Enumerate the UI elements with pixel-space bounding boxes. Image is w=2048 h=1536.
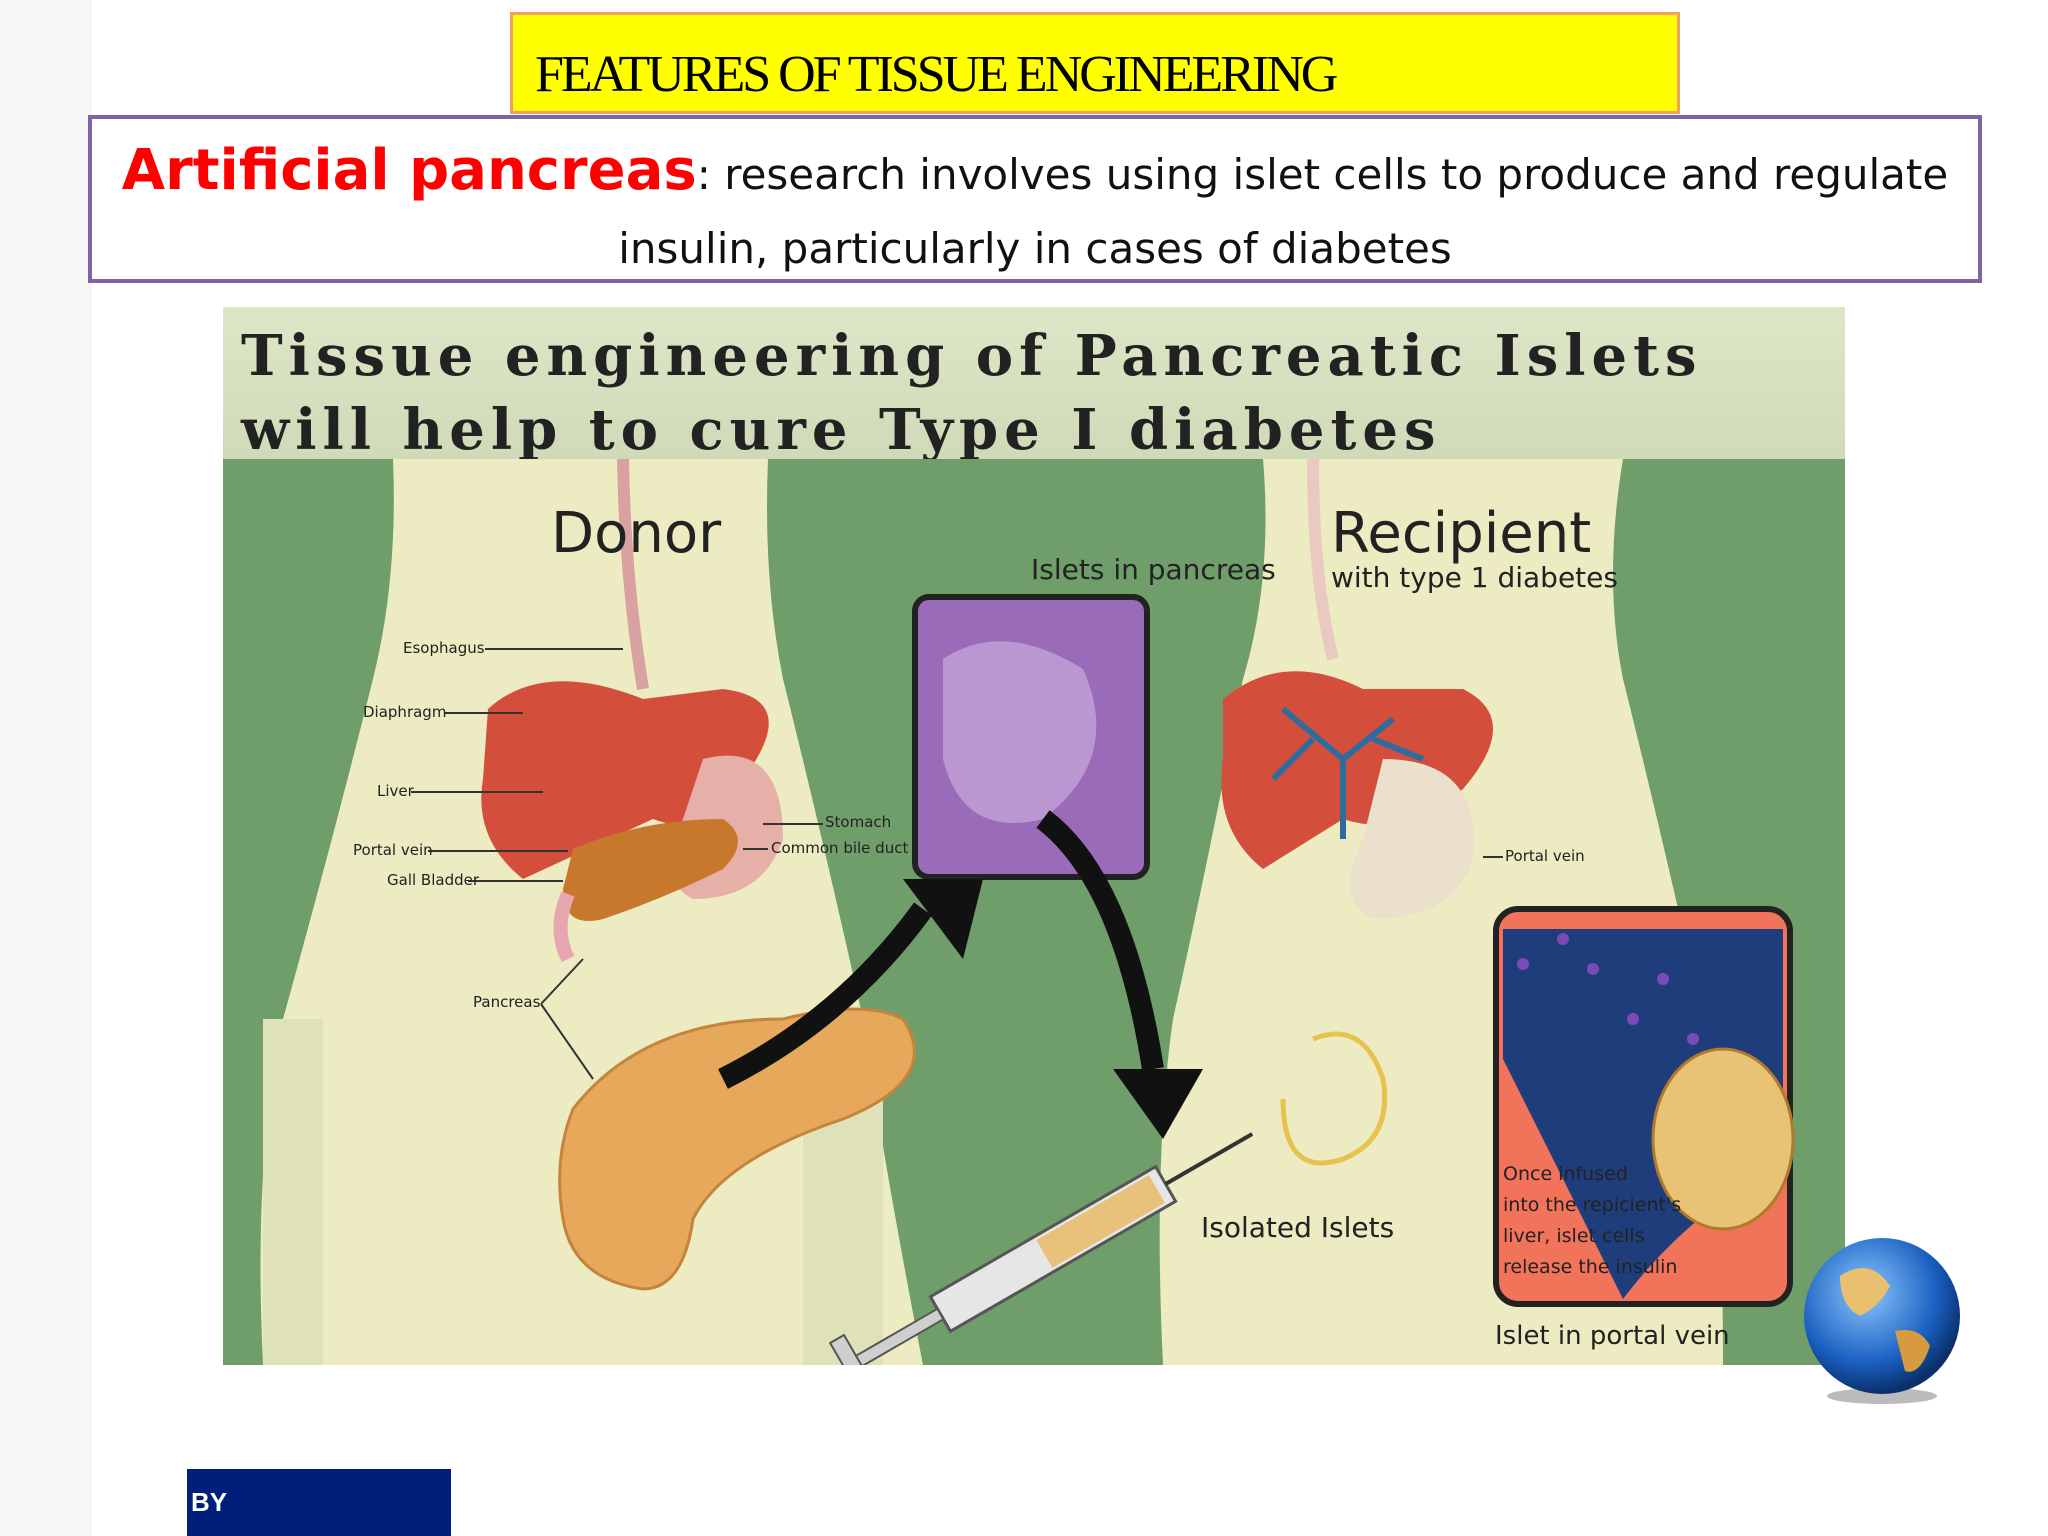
donor-arm-left <box>263 1019 323 1365</box>
isolated-islets-label: Isolated Islets <box>1201 1211 1395 1244</box>
description-box: Artificial pancreas: research involves u… <box>88 115 1982 283</box>
common-bile-duct-label: Common bile duct <box>771 839 909 857</box>
illustration-svg <box>223 458 1845 1365</box>
insulin-dot <box>1627 1013 1639 1025</box>
insulin-dot <box>1587 963 1599 975</box>
recipient-liver-shape <box>1221 671 1493 869</box>
donor-pancreas-shape <box>563 819 738 921</box>
recipient-esophagus-shape <box>1307 458 1339 661</box>
pancreas-label: Pancreas <box>473 993 541 1011</box>
liver-label: Liver <box>377 782 414 800</box>
arrow-to-syringe <box>1036 810 1164 1071</box>
syringe-icon <box>828 1132 1254 1365</box>
infused-note-line: Once infused <box>1503 1163 1628 1185</box>
insulin-dot <box>1557 933 1569 945</box>
islet-transplant-figure: Tissue engineering of Pancreatic Islets … <box>223 307 1845 1365</box>
infusion-tube <box>1280 1031 1388 1166</box>
recipient-portal-vein-label: Portal vein <box>1505 847 1585 865</box>
gall-bladder-label: Gall Bladder <box>387 871 480 889</box>
islet-in-portal-vein-label: Islet in portal vein <box>1495 1321 1730 1351</box>
recipient-label: Recipient <box>1331 501 1592 566</box>
arrow-to-microscopy <box>718 902 932 1089</box>
recipient-stomach-shape <box>1350 759 1474 919</box>
islet-cluster-shape <box>943 641 1097 823</box>
figure-header: Tissue engineering of Pancreatic Islets … <box>223 307 1845 463</box>
figure-heading-line2: will help to cure Type I diabetes <box>241 397 1442 463</box>
esophagus-shape <box>617 458 649 690</box>
figure-heading: Tissue engineering of Pancreatic Islets … <box>241 319 1841 467</box>
donor-label: Donor <box>551 501 722 566</box>
islet-cluster-in-vein <box>1651 1047 1795 1231</box>
islets-in-pancreas-label: Islets in pancreas <box>1031 553 1276 586</box>
globe-icon <box>1804 1238 1960 1404</box>
footer-badge: BY <box>187 1469 451 1536</box>
description-text: : research involves using islet cells to… <box>618 150 1949 273</box>
insulin-dot <box>1517 958 1529 970</box>
recipient-subtitle: with type 1 diabetes <box>1331 561 1618 594</box>
infused-note-line: liver, islet cells <box>1503 1225 1645 1247</box>
gall-bladder-shape <box>553 891 575 963</box>
slide-title: FEATURES OF TISSUE ENGINEERING <box>535 46 1338 103</box>
footer-badge-text: BY <box>191 1487 228 1517</box>
figure-heading-line1: Tissue engineering of Pancreatic Islets <box>241 323 1703 389</box>
portal-vein-label: Portal vein <box>353 841 433 859</box>
insulin-dot <box>1657 973 1669 985</box>
recipient-portal-vein-branches <box>1270 706 1425 839</box>
infused-note: Once infused into the repicient's liver,… <box>1503 1159 1681 1283</box>
figure-illustration: Donor Islets in pancreas Recipient with … <box>223 458 1845 1365</box>
arrow-to-microscopy-head <box>903 879 983 959</box>
description-term: Artificial pancreas <box>121 138 697 203</box>
insulin-dot <box>1687 1033 1699 1045</box>
arrow-to-syringe-head <box>1113 1069 1203 1139</box>
esophagus-label: Esophagus <box>403 639 485 657</box>
infused-note-line: into the repicient's <box>1503 1194 1682 1216</box>
pancreas-leader <box>540 958 594 1080</box>
left-margin-strip <box>0 0 92 1536</box>
donor-liver-shape <box>481 681 769 879</box>
infused-note-line: release the insulin <box>1503 1256 1678 1278</box>
enlarged-pancreas-shape <box>558 1007 916 1291</box>
slide-title-box: FEATURES OF TISSUE ENGINEERING <box>510 12 1680 114</box>
diaphragm-label: Diaphragm <box>363 703 447 721</box>
stomach-label: Stomach <box>825 813 892 831</box>
